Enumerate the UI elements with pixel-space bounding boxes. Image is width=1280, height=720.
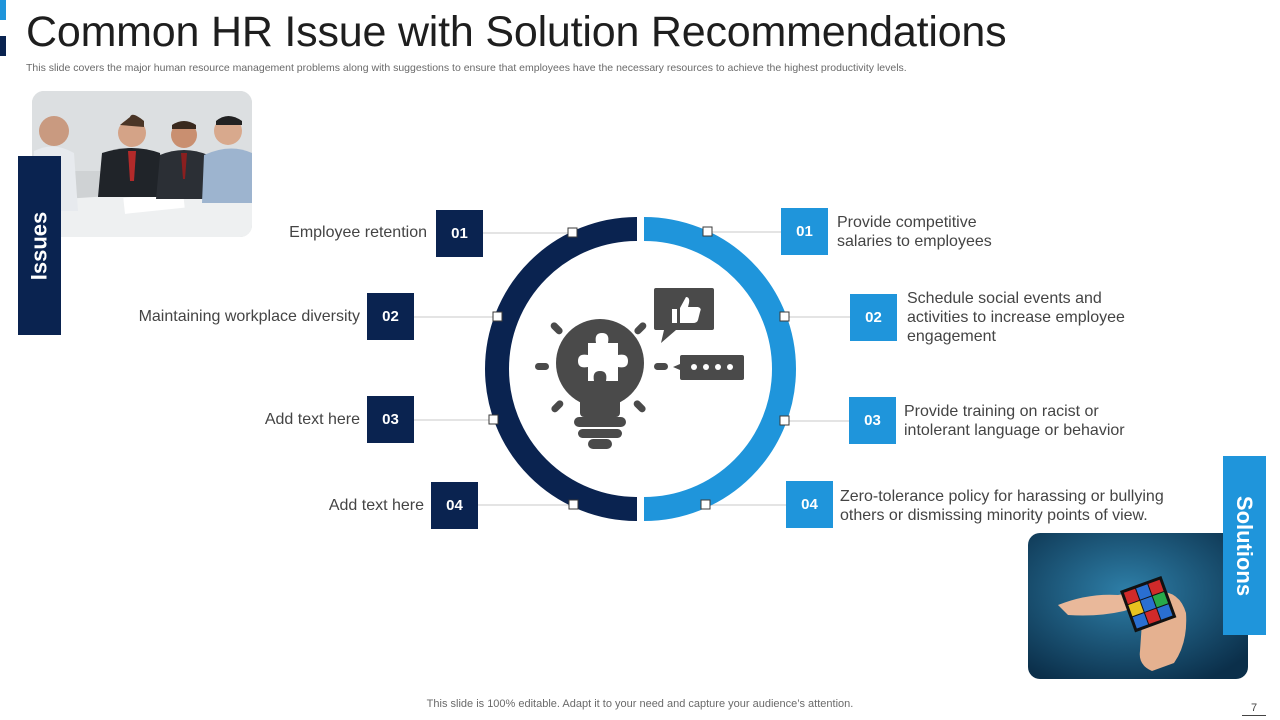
issue-number-04: 04 xyxy=(431,482,478,529)
issue-text-02: Maintaining workplace diversity xyxy=(138,308,360,325)
issue-text-04: Add text here xyxy=(328,497,424,514)
solutions-label: Solutions xyxy=(1232,495,1258,596)
solution-text-02: Schedule social events and activities to… xyxy=(907,290,1125,345)
solution-number-04: 04 xyxy=(786,481,833,528)
page-title: Common HR Issue with Solution Recommenda… xyxy=(26,8,1007,56)
accent-bar-light xyxy=(0,0,6,20)
solution-text-04: Zero-tolerance policy for harassing or b… xyxy=(840,488,1164,524)
solution-number-03: 03 xyxy=(849,397,896,444)
issue-number-01: 01 xyxy=(436,210,483,257)
page-subtitle: This slide covers the major human resour… xyxy=(26,62,907,74)
lightbulb-puzzle-icon xyxy=(535,288,744,449)
page-number: 7 xyxy=(1242,702,1266,716)
accent-bar-dark xyxy=(0,36,6,56)
issues-label-box: Issues xyxy=(18,156,61,335)
solutions-label-box: Solutions xyxy=(1223,456,1266,635)
issue-text-03: Add text here xyxy=(264,411,360,428)
issue-text-01: Employee retention xyxy=(289,224,427,241)
footer-note: This slide is 100% editable. Adapt it to… xyxy=(426,698,854,710)
solution-number-02: 02 xyxy=(850,294,897,341)
issue-number-02: 02 xyxy=(367,293,414,340)
cube-photo xyxy=(1028,533,1248,679)
solution-text-01: Provide competitive salaries to employee… xyxy=(837,214,992,250)
solution-number-01: 01 xyxy=(781,208,828,255)
solution-text-03: Provide training on racist or intolerant… xyxy=(904,403,1125,439)
issue-number-03: 03 xyxy=(367,396,414,443)
